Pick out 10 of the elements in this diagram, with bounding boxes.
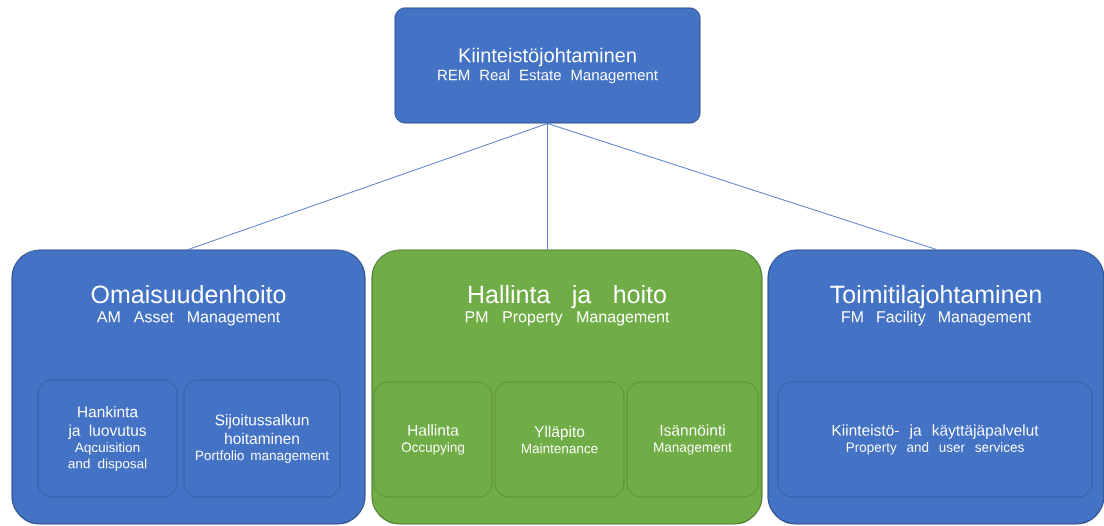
sub-box: Sijoitussalkun hoitaminen Portfolio management — [183, 379, 341, 498]
connector-line — [547, 123, 937, 250]
connector-line — [188, 123, 548, 250]
sub-box: Kiinteistö- ja käyttäjäpalvelut Property and user services — [777, 381, 1093, 498]
top-box: Kiinteistöjohtaminen REM Real Estate Management — [394, 7, 701, 124]
sub-box: Ylläpito Maintenance — [494, 381, 625, 498]
sub-box: Hallinta Occupying — [373, 381, 493, 498]
sub-box: Isännöinti Management — [626, 381, 759, 498]
connector-line — [547, 123, 548, 250]
sub-box: Hankinta ja luovutus Aqcuisition and disposal — [37, 379, 178, 498]
